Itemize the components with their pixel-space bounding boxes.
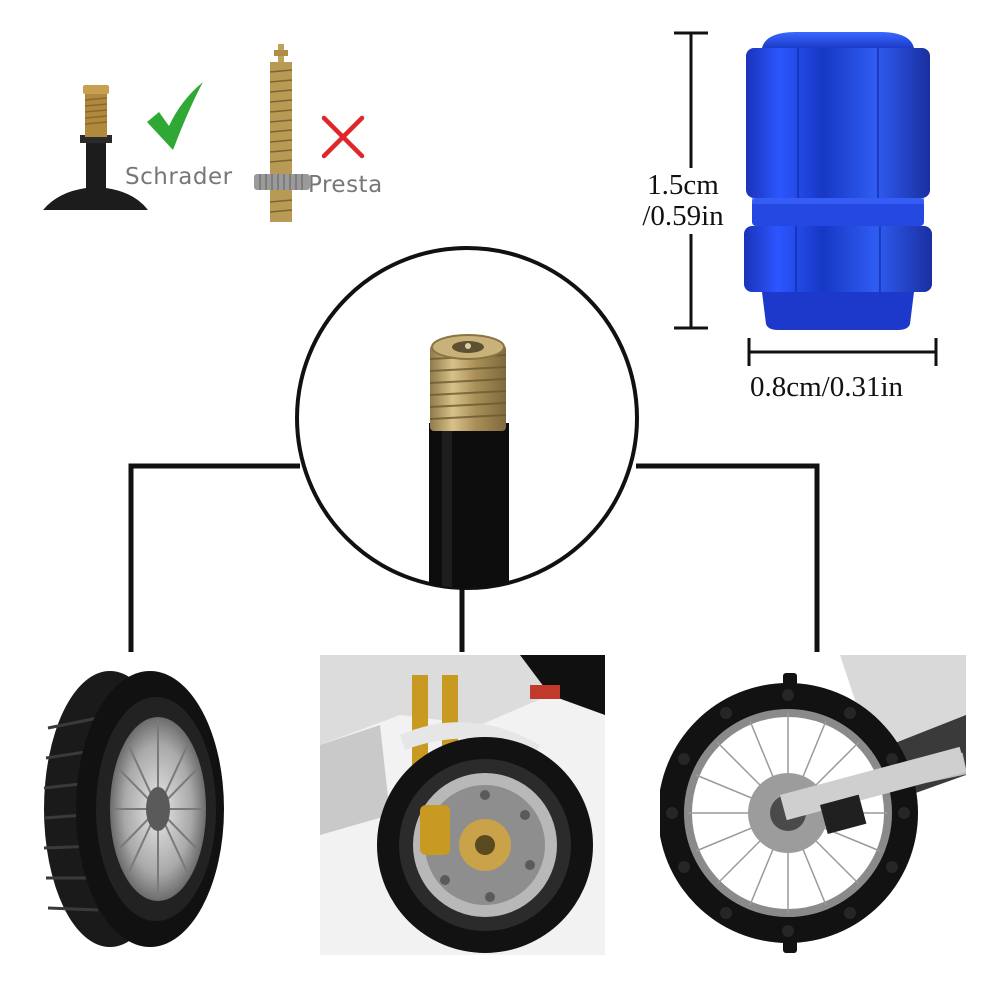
schrader-label: Schrader xyxy=(125,164,233,190)
presta-valve-illustration xyxy=(254,44,310,222)
sport-motorcycle-image xyxy=(320,655,605,955)
width-label: 0.8cm/0.31in xyxy=(750,371,904,403)
valve-compatibility-panel: Schrader xyxy=(30,40,390,230)
height-label: 1.5cm /0.59in xyxy=(628,168,738,234)
connector-lines xyxy=(128,463,820,652)
width-dimension-line xyxy=(747,338,938,366)
dirt-bike-image xyxy=(660,655,966,955)
height-in-text: /0.59in xyxy=(642,200,724,232)
check-icon xyxy=(147,82,203,150)
schrader-valve-illustration xyxy=(43,85,148,210)
height-cm-text: 1.5cm xyxy=(647,169,719,201)
valve-cap-image xyxy=(744,32,932,330)
cross-icon xyxy=(321,115,365,159)
valve-closeup-circle xyxy=(295,246,639,590)
car-tire-image xyxy=(43,671,224,947)
presta-label: Presta xyxy=(308,172,383,198)
